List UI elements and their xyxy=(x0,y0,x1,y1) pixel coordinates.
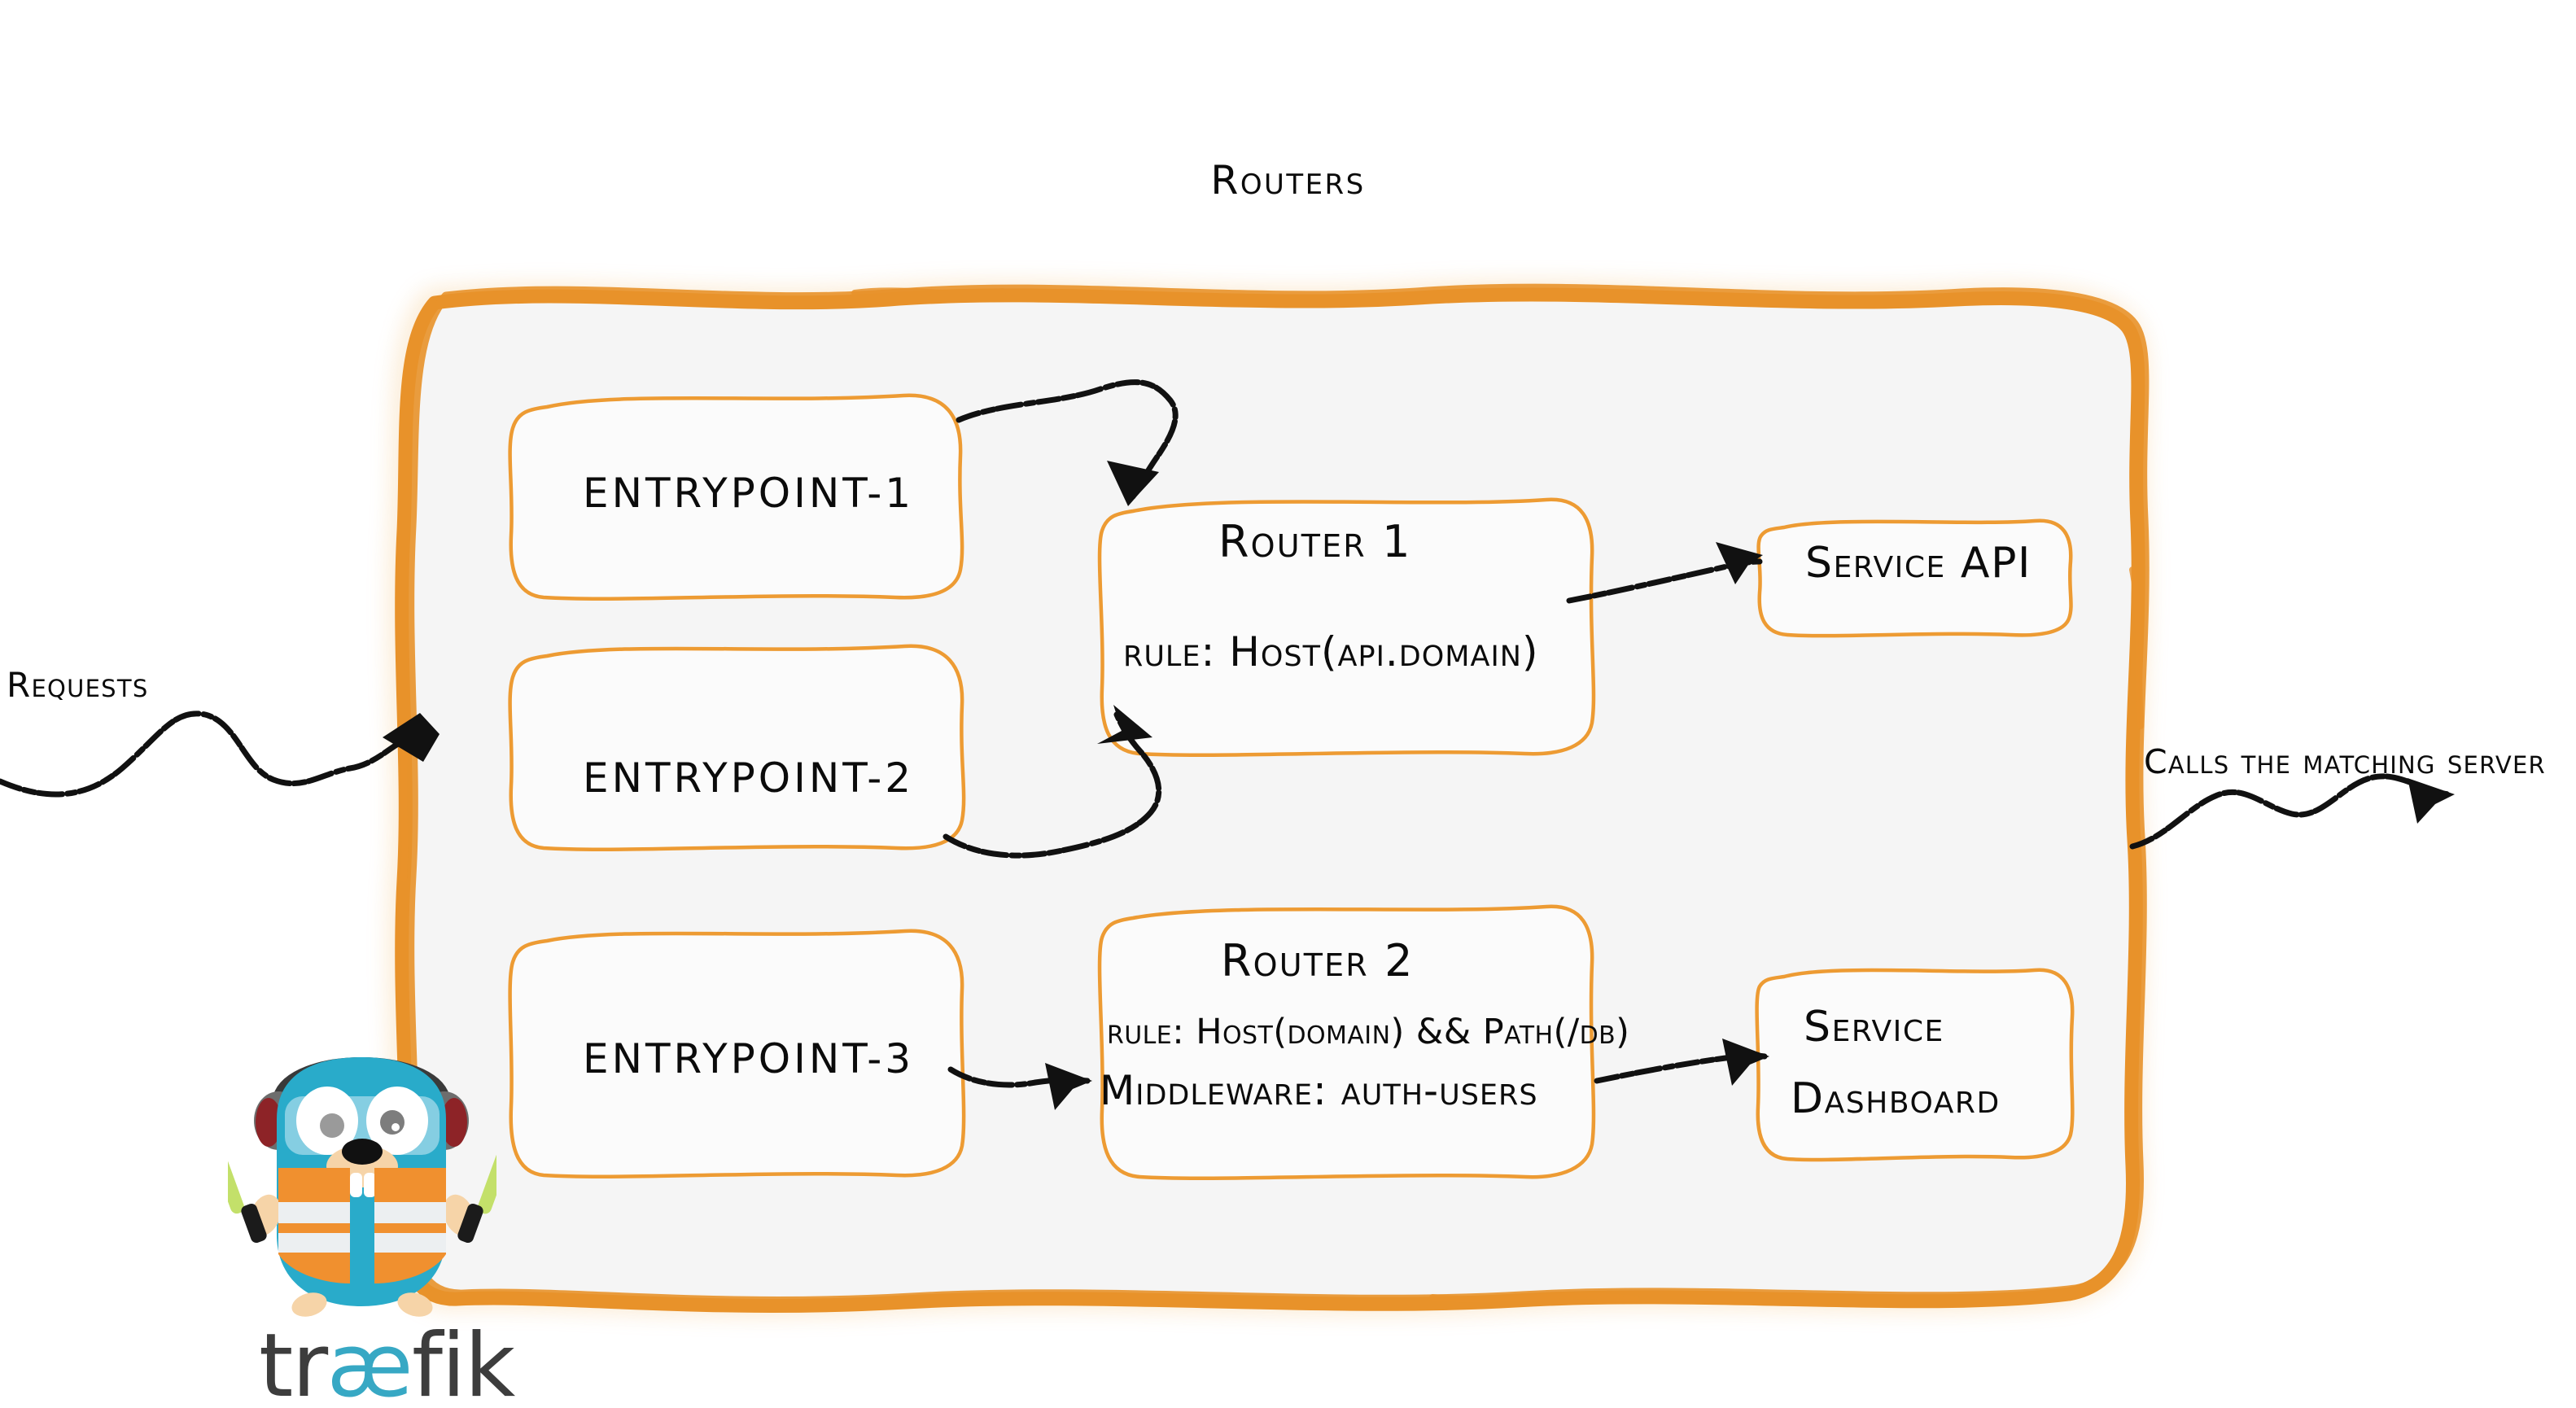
safety-vest xyxy=(278,1168,446,1283)
router-2-title: Router 2 xyxy=(1221,935,1415,986)
traefik-wordmark: træfik xyxy=(259,1323,515,1408)
service-api-box xyxy=(1756,518,2073,638)
gopher-tooth-right xyxy=(364,1173,376,1197)
page-title: Routers xyxy=(1210,157,1366,203)
wordmark-suffix: fik xyxy=(411,1315,515,1408)
gopher-nose xyxy=(342,1139,383,1165)
wordmark-prefix: tr xyxy=(259,1315,328,1408)
requests-label: Requests xyxy=(7,665,149,705)
calls-matching-server-label: Calls the matching server xyxy=(2144,742,2546,781)
arrow-ep2-to-router1 xyxy=(942,711,1162,859)
router-1-rule: rule: Host(api.domain) xyxy=(1123,628,1539,676)
arrowhead-router1-api xyxy=(1716,542,1763,584)
service-api-label: Service API xyxy=(1805,539,2031,588)
gopher-tooth-left xyxy=(350,1173,362,1197)
entrypoint-3-label: entrypoint-3 xyxy=(583,1035,915,1082)
arrowhead-ep1-router1 xyxy=(1107,461,1159,506)
arrow-ep1-to-router1 xyxy=(956,379,1179,500)
router-1-box xyxy=(1097,497,1596,757)
arrowhead-ep3-router2 xyxy=(1045,1063,1092,1110)
traefik-gopher-mascot xyxy=(228,1057,496,1317)
gopher-foot-left xyxy=(291,1292,327,1317)
wordmark-ligature: æ xyxy=(326,1315,413,1408)
router-1-title: Router 1 xyxy=(1218,516,1412,567)
arrowhead-calls-out xyxy=(2408,778,2455,824)
gopher-foot-right xyxy=(397,1292,433,1317)
entrypoint-2-box xyxy=(508,644,966,851)
service-dashboard-label-line2: Dashboard xyxy=(1791,1074,2001,1123)
arrowhead-router2-dash xyxy=(1722,1039,1769,1086)
service-dashboard-box xyxy=(1755,968,2075,1162)
marshalling-wand-left xyxy=(228,1151,267,1244)
entrypoint-3-box xyxy=(508,929,966,1178)
router-2-box xyxy=(1097,904,1596,1180)
entrypoint-2-label: entrypoint-2 xyxy=(583,754,915,802)
arrowhead-ep2-router1 xyxy=(1097,705,1152,744)
marshalling-wand-right xyxy=(457,1151,496,1244)
service-dashboard-label-line1: Service xyxy=(1804,1003,1944,1052)
router-2-rule: rule: Host(domain) && Path(/db) xyxy=(1107,1012,1630,1052)
router-2-middleware: Middleware: auth-users xyxy=(1100,1067,1538,1114)
arrow-calls-out xyxy=(2129,773,2453,850)
arrowhead-requests-in xyxy=(383,713,440,762)
arrow-requests-in xyxy=(0,711,426,798)
entrypoint-1-label: entrypoint-1 xyxy=(583,470,915,517)
entrypoint-1-box xyxy=(508,393,964,601)
